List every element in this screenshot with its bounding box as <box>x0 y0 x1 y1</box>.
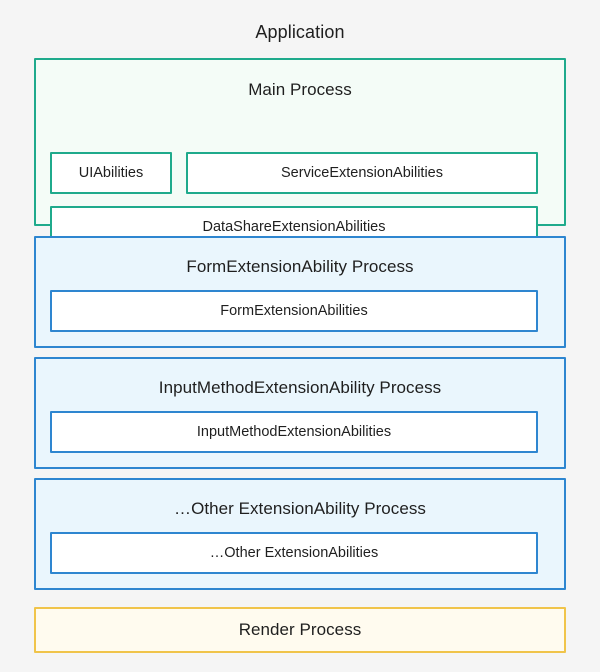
process-heading-main-process: Main Process <box>248 80 352 99</box>
process-box-inputmethodextensionability-process: InputMethodExtensionAbility Process Inpu… <box>34 357 566 469</box>
ability-box-other-extensionabilities: …Other ExtensionAbilities <box>50 532 538 574</box>
process-heading-other-extensionability-process: …Other ExtensionAbility Process <box>174 499 426 518</box>
ability-box-serviceextensionabilities: ServiceExtensionAbilities <box>186 152 538 194</box>
process-heading-formextensionability-process: FormExtensionAbility Process <box>186 257 414 276</box>
process-box-formextensionability-process: FormExtensionAbility Process FormExtensi… <box>34 236 566 348</box>
ability-box-formextensionabilities: FormExtensionAbilities <box>50 290 538 332</box>
process-box-render-process: Render Process <box>34 607 566 653</box>
ability-box-uiabilities: UIAbilities <box>50 152 172 194</box>
process-box-main-process: Main Process UIAbilities ServiceExtensio… <box>34 58 566 248</box>
ability-box-inputmethodextensionabilities: InputMethodExtensionAbilities <box>50 411 538 453</box>
diagram-title: Application <box>255 22 345 42</box>
process-heading-render-process: Render Process <box>238 620 362 639</box>
process-box-other-extensionability-process: …Other ExtensionAbility Process …Other E… <box>34 478 566 590</box>
process-heading-inputmethodextensionability-process: InputMethodExtensionAbility Process <box>158 378 442 397</box>
